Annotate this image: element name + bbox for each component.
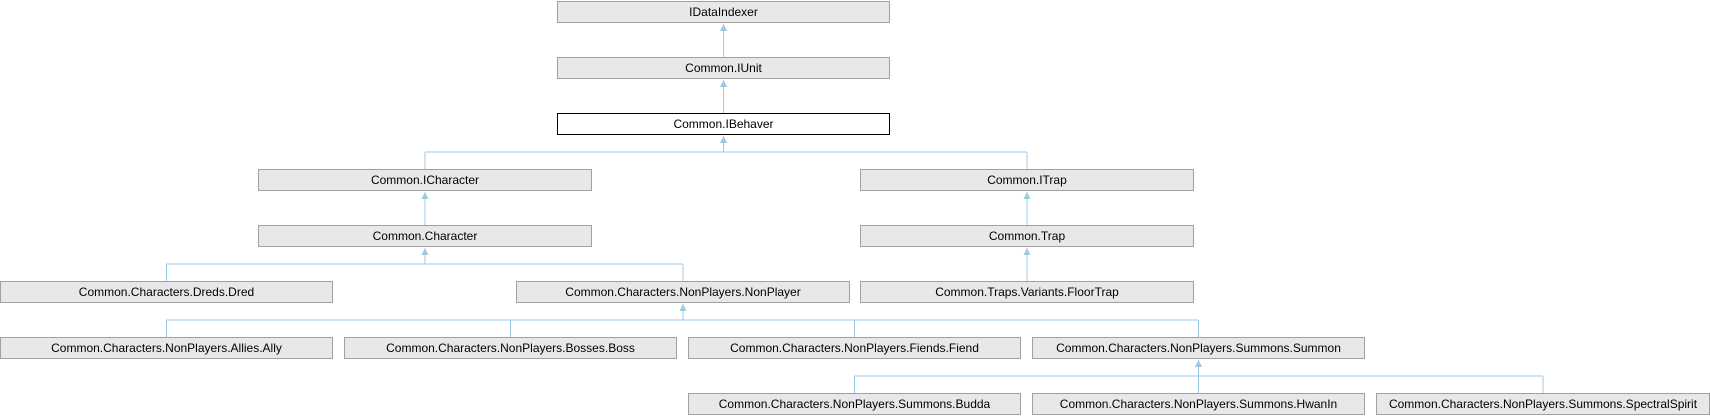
node-boss[interactable]: Common.Characters.NonPlayers.Bosses.Boss bbox=[344, 337, 677, 359]
node-idataindexer[interactable]: IDataIndexer bbox=[557, 1, 890, 23]
node-dred[interactable]: Common.Characters.Dreds.Dred bbox=[0, 281, 333, 303]
node-common-character[interactable]: Common.Character bbox=[258, 225, 592, 247]
node-floortrap[interactable]: Common.Traps.Variants.FloorTrap bbox=[860, 281, 1194, 303]
node-common-trap[interactable]: Common.Trap bbox=[860, 225, 1194, 247]
node-summon[interactable]: Common.Characters.NonPlayers.Summons.Sum… bbox=[1032, 337, 1365, 359]
node-ally[interactable]: Common.Characters.NonPlayers.Allies.Ally bbox=[0, 337, 333, 359]
edge-arrowhead bbox=[679, 304, 687, 311]
edge-arrowhead bbox=[421, 192, 429, 199]
node-budda[interactable]: Common.Characters.NonPlayers.Summons.Bud… bbox=[688, 393, 1021, 415]
node-common-itrap[interactable]: Common.ITrap bbox=[860, 169, 1194, 191]
node-spectralspirit[interactable]: Common.Characters.NonPlayers.Summons.Spe… bbox=[1376, 393, 1710, 415]
node-nonplayer[interactable]: Common.Characters.NonPlayers.NonPlayer bbox=[516, 281, 850, 303]
edge-arrowhead bbox=[1023, 192, 1031, 199]
edge-arrowhead bbox=[720, 136, 727, 143]
node-hwanin[interactable]: Common.Characters.NonPlayers.Summons.Hwa… bbox=[1032, 393, 1365, 415]
node-fiend[interactable]: Common.Characters.NonPlayers.Fiends.Fien… bbox=[688, 337, 1021, 359]
node-common-icharacter[interactable]: Common.ICharacter bbox=[258, 169, 592, 191]
edge-arrowhead bbox=[720, 24, 727, 31]
edge-arrowhead bbox=[1195, 360, 1202, 367]
edge-arrowhead bbox=[421, 248, 429, 255]
node-common-ibehaver[interactable]: Common.IBehaver bbox=[557, 113, 890, 135]
node-common-iunit[interactable]: Common.IUnit bbox=[557, 57, 890, 79]
edge-arrowhead bbox=[720, 80, 727, 87]
edge-arrowhead bbox=[1023, 248, 1031, 255]
